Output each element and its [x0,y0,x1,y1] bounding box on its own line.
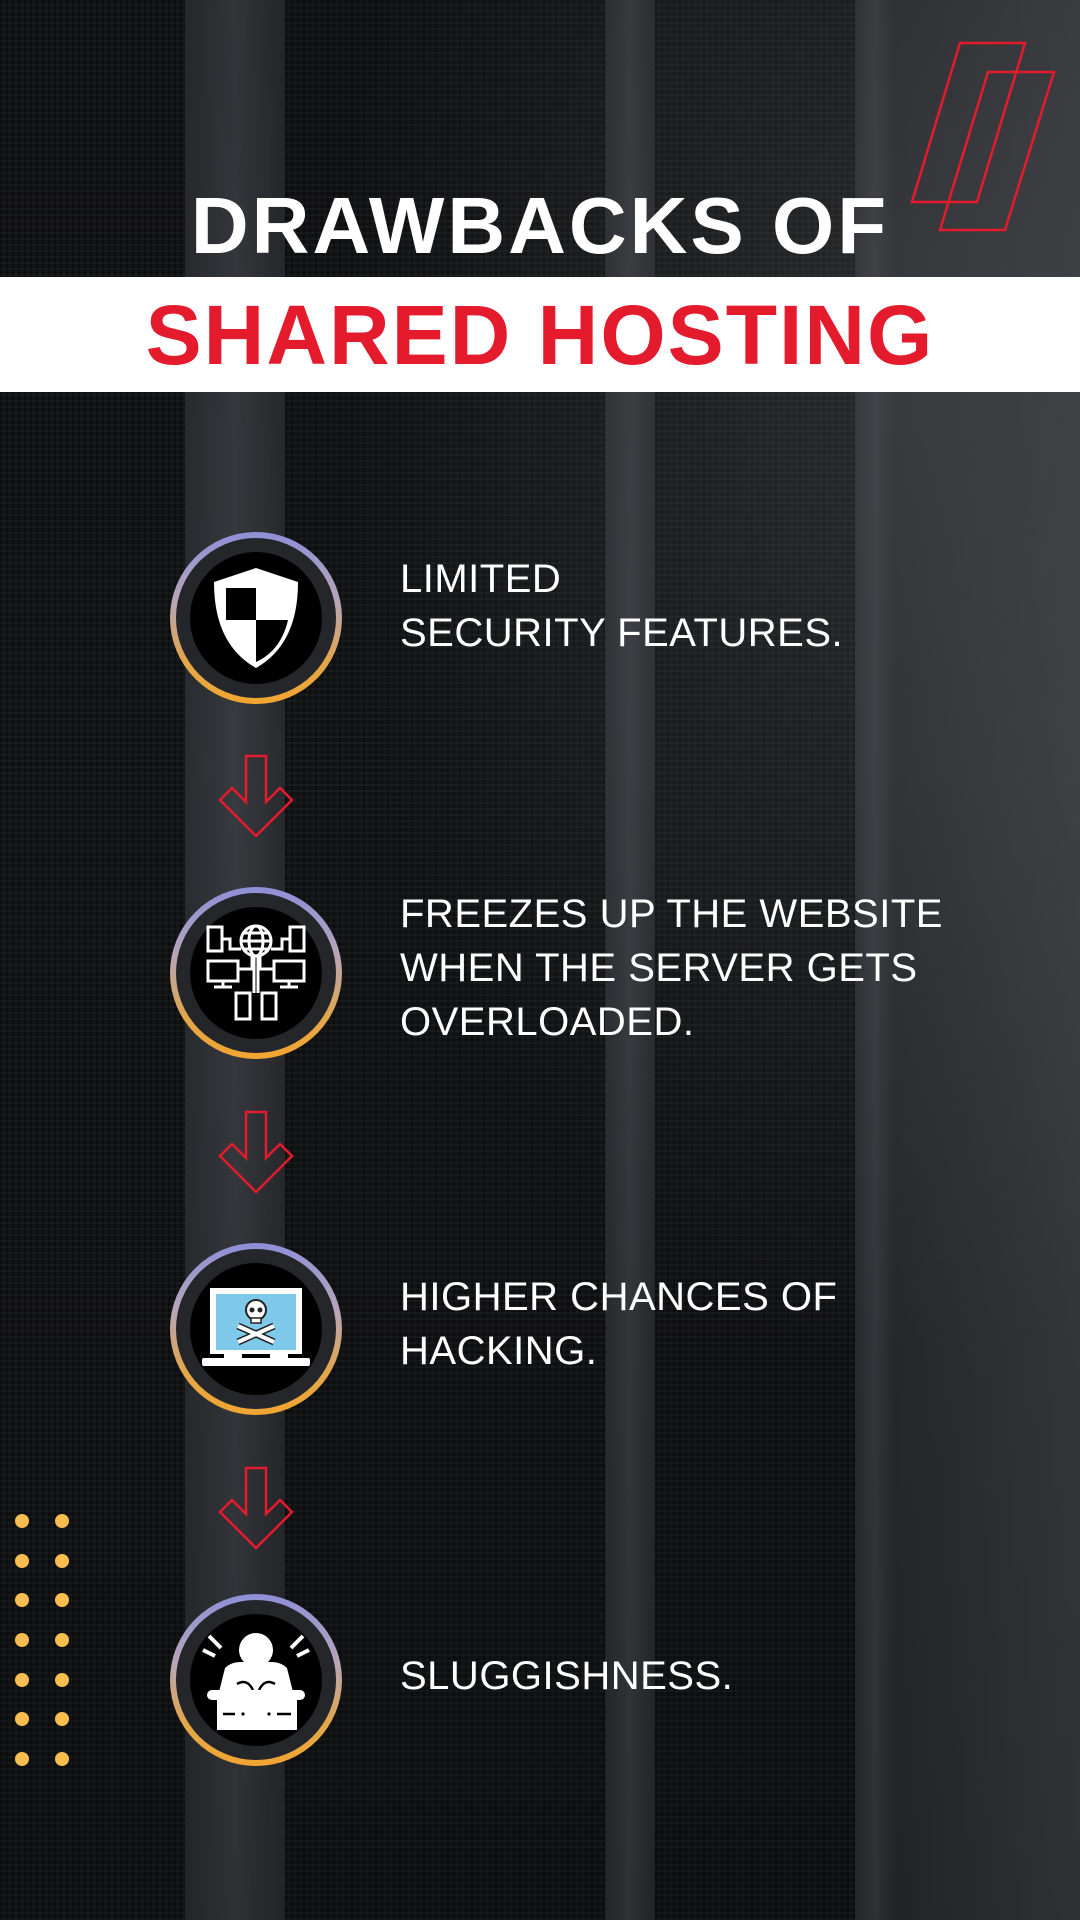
icon-ring [170,887,342,1059]
hacked-laptop-icon [202,1288,310,1366]
icon-ring [170,1594,342,1766]
title-line-2: SHARED HOSTING [145,288,935,382]
drawback-item-sluggishness: SLUGGISHNESS. [170,1594,1030,1769]
arrow-down-icon [218,754,294,838]
icon-ring [170,1243,342,1415]
arrow-down-icon [218,1466,294,1550]
tired-worker-icon [202,1633,310,1730]
drawback-text: SLUGGISHNESS. [400,1654,734,1698]
drawback-text: FREEZES UP THE WEBSITE WHEN THE SERVER G… [400,892,943,1044]
decorative-parallelograms-icon [910,41,1056,232]
drawback-text: LIMITED SECURITY FEATURES. [400,557,844,655]
network-icon [206,924,306,1021]
shield-icon [214,568,298,668]
decorative-dot-grid-icon [12,1510,82,1780]
drawback-item-hacking: HIGHER CHANCES OF HACKING. [170,1243,1030,1418]
title-line-1: DRAWBACKS OF [190,181,890,270]
drawback-item-security: LIMITED SECURITY FEATURES. [170,532,1030,707]
icon-ring [170,532,342,704]
drawback-text: HIGHER CHANCES OF HACKING. [400,1275,838,1373]
arrow-down-icon [218,1110,294,1194]
title-band [0,277,1080,392]
drawback-item-freeze: FREEZES UP THE WEBSITE WHEN THE SERVER G… [170,887,1030,1062]
